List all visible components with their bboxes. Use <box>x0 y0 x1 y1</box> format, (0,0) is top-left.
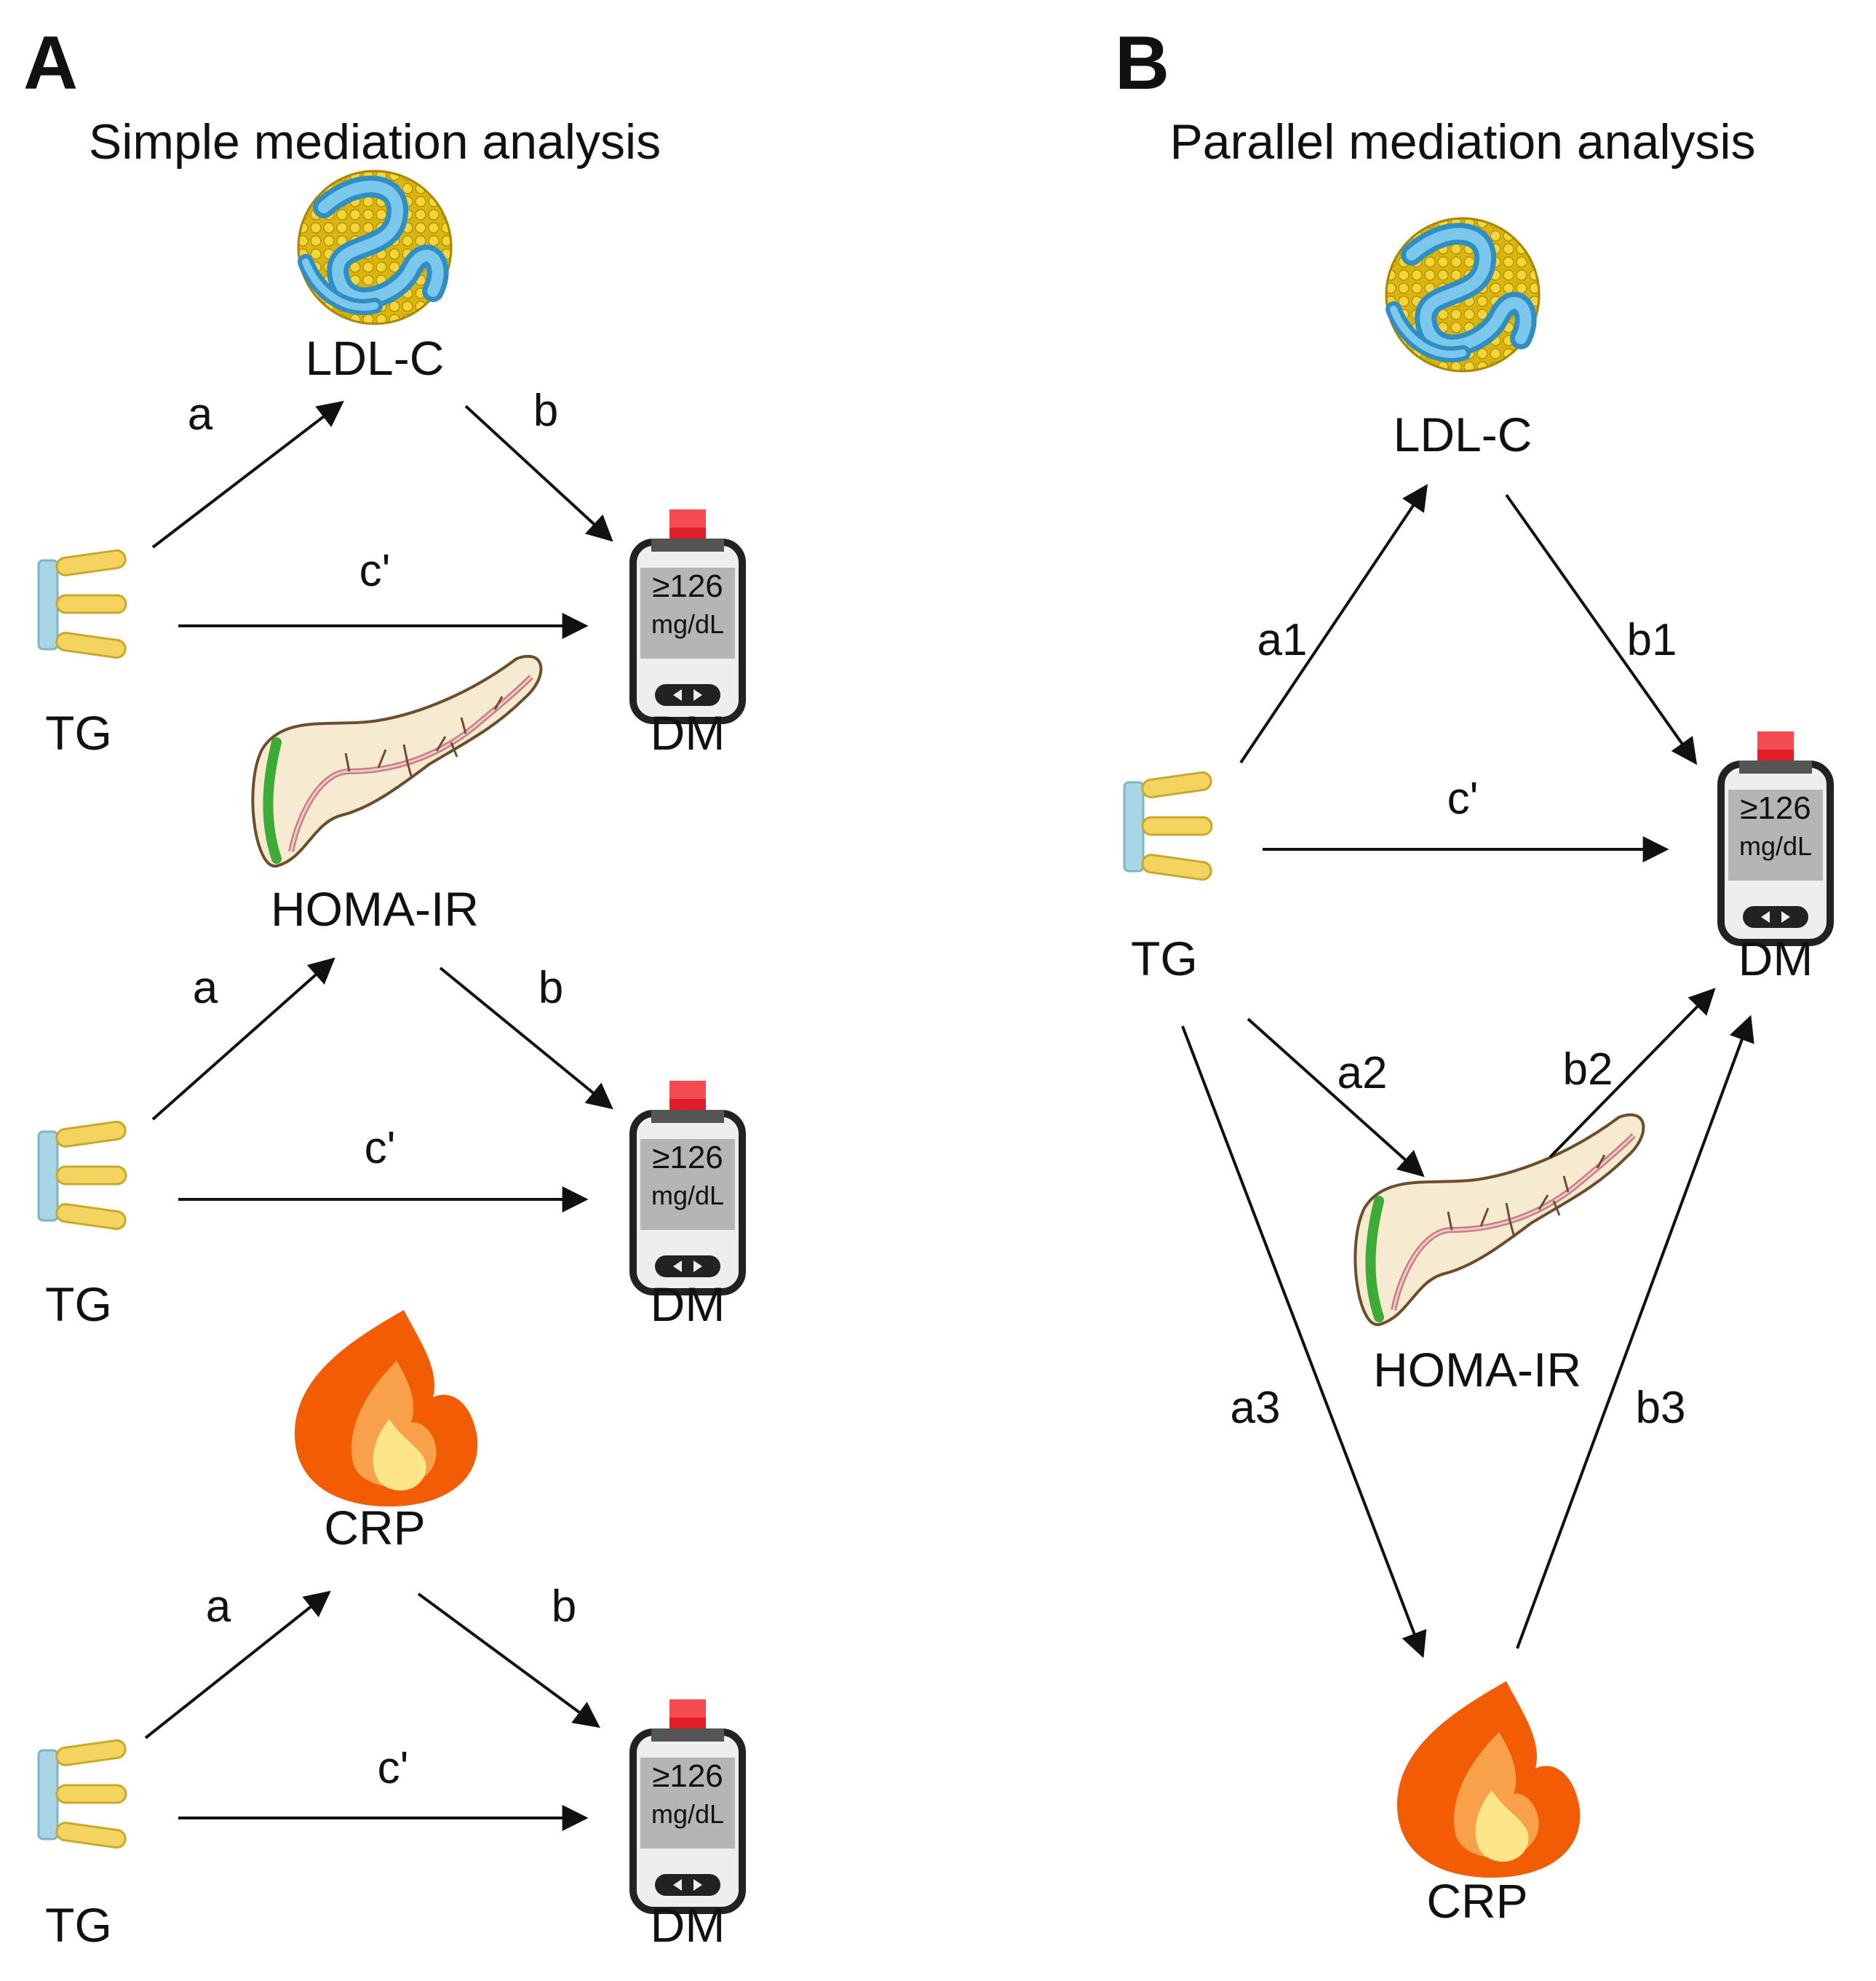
panel-a-title: Simple mediation analysis <box>89 114 661 170</box>
exposure-label: TG <box>45 1898 112 1952</box>
outcome-label: DM <box>651 1898 726 1952</box>
path-b-arrow <box>417 1592 600 1728</box>
ldl-particle-icon <box>298 171 451 324</box>
model-homa-ir: HOMA-IR TG ≥126 mg/dL DM a b c' <box>37 656 742 1331</box>
exposure-label: TG <box>45 706 112 760</box>
panel-b-title: Parallel mediation analysis <box>1169 114 1755 170</box>
model-crp: CRP TG ≥126 mg/dL DM a b c' <box>37 1310 742 1952</box>
path-a-arrow <box>151 400 344 549</box>
mediator-label: LDL-C <box>306 331 445 385</box>
meter-unit: mg/dL <box>651 1180 724 1210</box>
mediator-crp-label: CRP <box>1426 1874 1527 1928</box>
outcome-label: DM <box>651 706 726 760</box>
path-b3-label: b3 <box>1636 1383 1686 1433</box>
meter-reading: ≥126 <box>652 1758 723 1794</box>
pancreas-icon <box>253 656 541 866</box>
flame-icon <box>1397 1681 1581 1878</box>
pancreas-icon <box>1355 1115 1643 1325</box>
path-a-label: a <box>206 1581 231 1632</box>
meter-unit: mg/dL <box>1739 831 1812 861</box>
mediator-ldl-label: LDL-C <box>1394 408 1533 461</box>
path-a1-label: a1 <box>1257 615 1308 665</box>
path-b-label: b <box>552 1581 576 1632</box>
outcome-label: DM <box>651 1277 726 1331</box>
triglyceride-icon <box>37 1119 128 1231</box>
triglyceride-icon <box>37 548 128 660</box>
path-a-arrow <box>151 957 335 1121</box>
parallel-model: LDL-C TG ≥126 mg/dL DM HOMA-IR CRP a1 b1… <box>1123 218 1830 1928</box>
path-c-label: c' <box>359 546 391 596</box>
path-b3-arrow <box>1516 1015 1754 1649</box>
meter-reading: ≥126 <box>1740 790 1811 826</box>
exposure-label: TG <box>45 1277 112 1331</box>
model-ldl-c: LDL-C TG ≥126 mg/dL DM a b c' <box>37 171 742 760</box>
mediator-homa-label: HOMA-IR <box>1373 1343 1581 1397</box>
ldl-particle-icon <box>1386 218 1539 371</box>
meter-unit: mg/dL <box>651 1799 724 1829</box>
panel-b-letter: B <box>1115 21 1169 106</box>
meter-reading: ≥126 <box>652 568 723 604</box>
glucose-meter-icon: ≥126 mg/dL <box>633 1699 742 1910</box>
mediator-label: CRP <box>324 1501 425 1555</box>
path-b-label: b <box>533 386 558 436</box>
glucose-meter-icon: ≥126 mg/dL <box>633 1081 742 1292</box>
path-a1-arrow <box>1239 484 1428 764</box>
path-b2-label: b2 <box>1563 1044 1613 1095</box>
path-c-label: c' <box>1447 774 1479 824</box>
meter-reading: ≥126 <box>652 1140 723 1175</box>
path-a3-label: a3 <box>1231 1383 1281 1433</box>
glucose-meter-icon: ≥126 mg/dL <box>1721 731 1830 942</box>
path-a2-arrow <box>1247 1017 1425 1178</box>
path-b1-label: b1 <box>1627 615 1677 665</box>
path-a3-arrow <box>1181 1025 1427 1659</box>
path-a-label: a <box>193 963 218 1013</box>
path-a-label: a <box>188 389 213 440</box>
path-b1-arrow <box>1505 493 1698 765</box>
triglyceride-icon <box>1123 770 1214 882</box>
mediator-label: HOMA-IR <box>271 882 479 936</box>
path-c-label: c' <box>365 1123 396 1173</box>
path-b2-arrow <box>1549 988 1716 1159</box>
exposure-label: TG <box>1131 932 1198 985</box>
glucose-meter-icon: ≥126 mg/dL <box>633 509 742 720</box>
path-b-arrow <box>464 405 613 542</box>
path-b-label: b <box>538 963 563 1013</box>
outcome-label: DM <box>1738 932 1813 985</box>
path-a-arrow <box>144 1590 331 1739</box>
triglyceride-icon <box>37 1738 128 1850</box>
panel-a-letter: A <box>23 21 78 106</box>
path-c-label: c' <box>378 1743 409 1793</box>
flame-icon <box>295 1310 478 1506</box>
meter-unit: mg/dL <box>651 609 724 639</box>
path-b-arrow <box>439 966 613 1110</box>
path-a2-label: a2 <box>1338 1048 1388 1098</box>
